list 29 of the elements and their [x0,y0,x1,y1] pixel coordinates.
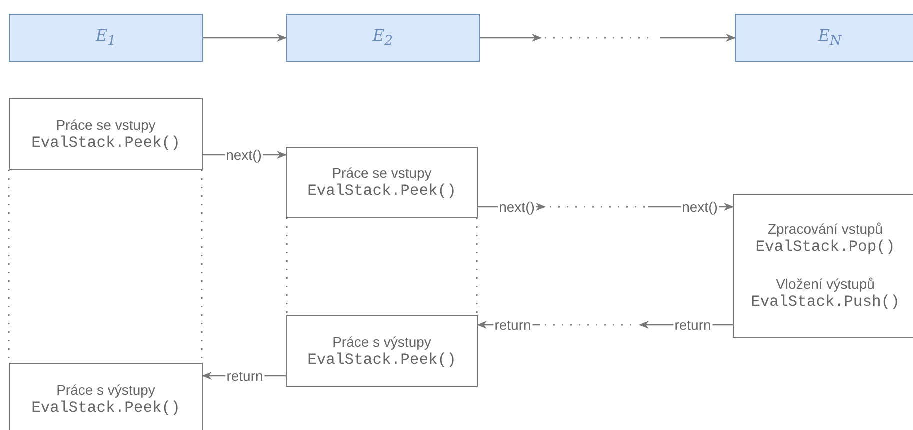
edge-label: next() [681,199,719,215]
process-box [9,98,203,170]
edge-label: next() [498,199,536,215]
step-heading: Vložení výstupů [776,275,875,293]
entity-box [286,14,480,62]
code-text: EvalStack.Pop() [756,238,896,257]
step-heading: Práce se vstupy [56,116,156,134]
code-text: EvalStack.Peek() [308,350,456,370]
code-text: EvalStack.Peek() [32,398,180,418]
arrow [660,34,736,42]
step-heading: Zpracování vstupů [768,220,884,238]
entity-box [9,14,203,62]
process-box [733,194,913,338]
step-heading: Práce se vstupy [332,164,432,182]
edge-label: next() [225,147,263,163]
code-text: EvalStack.Push() [751,293,900,312]
entity-label: E$_{1}$ [96,26,116,50]
process-box [9,363,203,430]
process-box [286,147,478,218]
entity-box [735,14,913,62]
process-box [286,315,478,387]
code-text: EvalStack.Peek() [308,182,456,201]
entity-label: E$_{2}$ [372,26,394,50]
arrow [203,34,287,42]
entity-label: E$_{N}$ [818,26,842,50]
code-text: EvalStack.Peek() [32,134,180,152]
step-heading: Práce s výstupy [56,380,156,398]
arrow [480,34,542,42]
step-heading: Práce s výstupy [332,332,432,350]
